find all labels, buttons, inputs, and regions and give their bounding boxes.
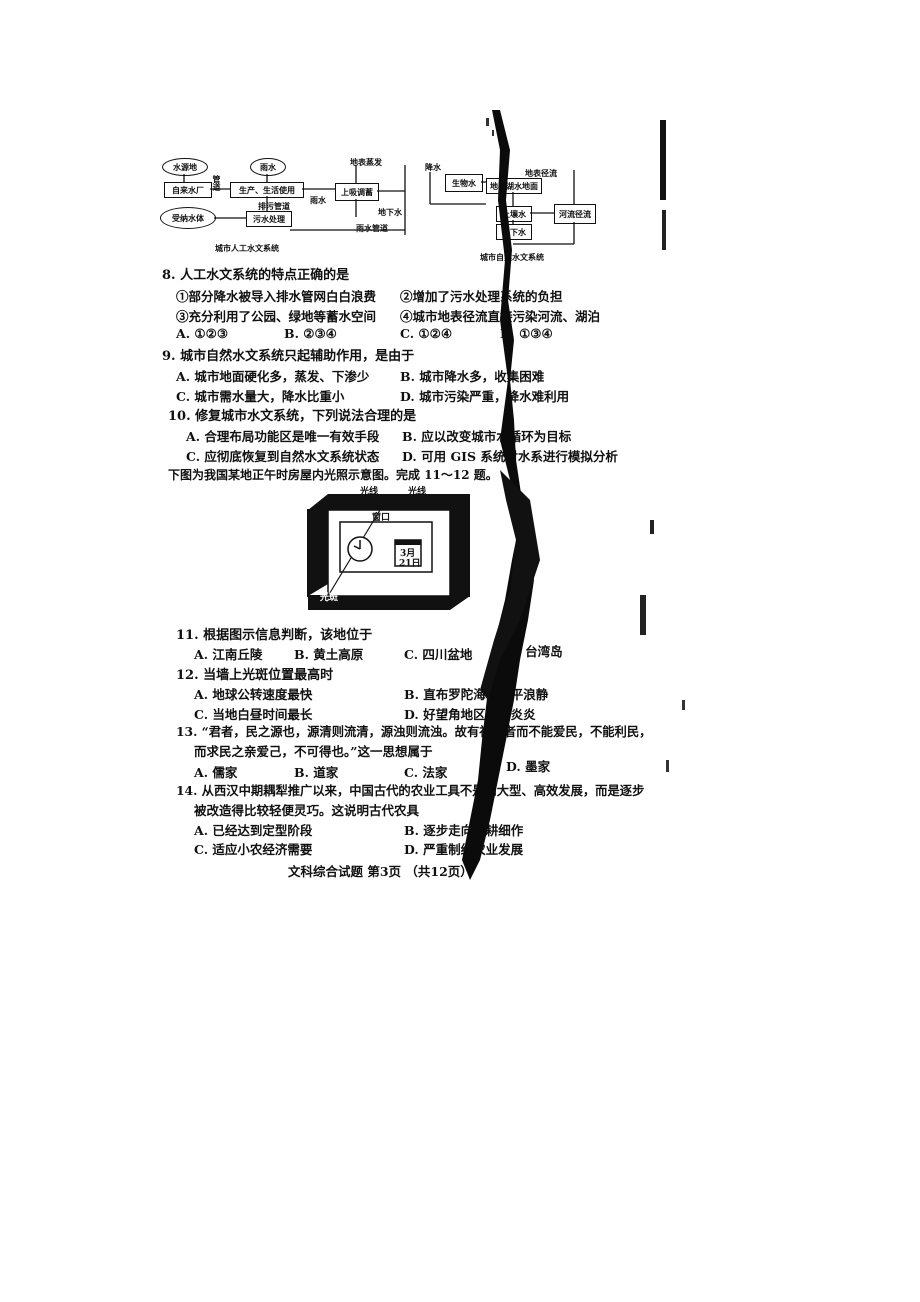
question-13-stem-cont: 而求民之亲爱己，不可得也。”这一思想属于 xyxy=(194,744,433,759)
q9-option-a: A. 城市地面硬化多，蒸发、下渗少 xyxy=(176,369,370,384)
question-12-stem: 12. 当墙上光斑位置最高时 xyxy=(176,668,334,683)
label-light-2: 光线 xyxy=(408,487,427,497)
label-precip: 降水 xyxy=(425,162,441,172)
diagram-artificial-hydrology: 水源地 自来水厂 管道 生产、生活使用 雨水 地表蒸发 雨水 上吸调蓄 排污管道… xyxy=(160,155,420,255)
label-light-1: 光线 xyxy=(360,487,379,497)
question-11-stem: 11. 根据图示信息判断，该地位于 xyxy=(176,628,373,643)
question-13-stem: 13. “君者，民之源也，源清则流清，源浊则流浊。故有社稷者而不能爱民，不能利民… xyxy=(176,724,652,739)
room-box xyxy=(307,494,471,610)
q8-statement-1: ①部分降水被导入排水管网白白浪费 xyxy=(176,289,377,304)
q8-option-b: B. ②③④ xyxy=(284,326,337,341)
question-14-stem: 14. 从西汉中期耦犁推广以来，中国古代的农业工具不是向大型、高效发展，而是逐步 xyxy=(176,783,645,798)
page-footer: 文科综合试题 第3页 （共12页） xyxy=(288,864,473,879)
q8-option-c: C. ①②④ xyxy=(400,326,453,341)
q13-option-c: C. 法家 xyxy=(404,765,448,780)
q11-option-b: B. 黄土高原 xyxy=(294,647,364,662)
diagram-arrows-right xyxy=(429,170,575,245)
q12-option-a: A. 地球公转速度最快 xyxy=(194,687,313,702)
node-bio-water: 生物水 xyxy=(445,174,483,192)
label-evap: 地表蒸发 xyxy=(350,157,382,167)
label-storm-pipe: 雨水管道 xyxy=(356,223,388,233)
q8-statement-2: ②增加了污水处理系统的负担 xyxy=(400,289,563,304)
q11-option-a: A. 江南丘陵 xyxy=(194,647,263,662)
q8-option-a: A. ①②③ xyxy=(176,326,229,341)
node-rain: 雨水 xyxy=(250,158,286,176)
label-pipe: 管道 xyxy=(212,175,222,191)
calendar-month: 3月 xyxy=(400,549,416,559)
label-surface-runoff: 地表径流 xyxy=(525,168,557,178)
label-rain2: 雨水 xyxy=(310,195,326,205)
q8-statement-4: ④城市地表径流直接污染河流、湖泊 xyxy=(400,309,601,324)
node-water-source: 水源地 xyxy=(162,158,208,176)
q12-option-c: C. 当地白昼时间最长 xyxy=(194,707,313,722)
node-river-runoff: 河流径流 xyxy=(554,204,596,224)
q13-option-a: A. 儒家 xyxy=(194,765,238,780)
q14-option-c: C. 适应小农经济需要 xyxy=(194,842,313,857)
room-figure: 光线 光线 窗口 3月 21日 光斑 xyxy=(300,486,471,611)
q14-option-d: D. 严重制约农业发展 xyxy=(404,842,524,857)
node-receiving-water: 受纳水体 xyxy=(160,207,216,229)
q13-option-d: D. 墨家 xyxy=(506,759,551,774)
calendar-day: 21日 xyxy=(399,559,421,569)
caption-artificial: 城市人工水文系统 xyxy=(215,243,279,253)
label-spot: 光斑 xyxy=(320,593,339,603)
q9-option-c: C. 城市需水量大，降水比重小 xyxy=(176,389,345,404)
question-14-stem-cont: 被改造得比较轻便灵巧。这说明古代农具 xyxy=(194,803,420,818)
question-10-stem: 10. 修复城市水文系统，下列说法合理的是 xyxy=(168,409,417,424)
q13-option-b: B. 道家 xyxy=(294,765,339,780)
label-window: 窗口 xyxy=(372,513,391,523)
diagram-arrows xyxy=(183,165,406,235)
label-sewer: 排污管道 xyxy=(258,201,290,211)
node-regulation: 上吸调蓄 xyxy=(335,183,379,201)
q9-option-d: D. 城市污染严重，降水难利用 xyxy=(400,389,570,404)
label-groundwater: 地下水 xyxy=(378,207,402,217)
q10-option-b: B. 应以改变城市水循环为目标 xyxy=(402,429,572,444)
q8-statement-3: ③充分利用了公园、绿地等蓄水空间 xyxy=(176,309,377,324)
question-9-stem: 9. 城市自然水文系统只起辅助作用，是由于 xyxy=(162,349,415,364)
q14-option-a: A. 已经达到定型阶段 xyxy=(194,823,313,838)
q14-option-b: B. 逐步走向精耕细作 xyxy=(404,823,524,838)
caption-natural: 城市自然水文系统 xyxy=(480,252,544,262)
q11-option-c: C. 四川盆地 xyxy=(404,647,473,662)
q10-option-a: A. 合理布局功能区是唯一有效手段 xyxy=(186,429,380,444)
node-waterworks: 自来水厂 xyxy=(164,182,212,198)
node-sewage-treatment: 污水处理 xyxy=(246,211,292,227)
question-8-stem: 8. 人工水文系统的特点正确的是 xyxy=(162,268,350,283)
q10-option-c: C. 应彻底恢复到自然水文系统状态 xyxy=(186,449,380,464)
figure-intro: 下图为我国某地正午时房屋内光照示意图。完成 11～12 题。 xyxy=(168,468,498,482)
